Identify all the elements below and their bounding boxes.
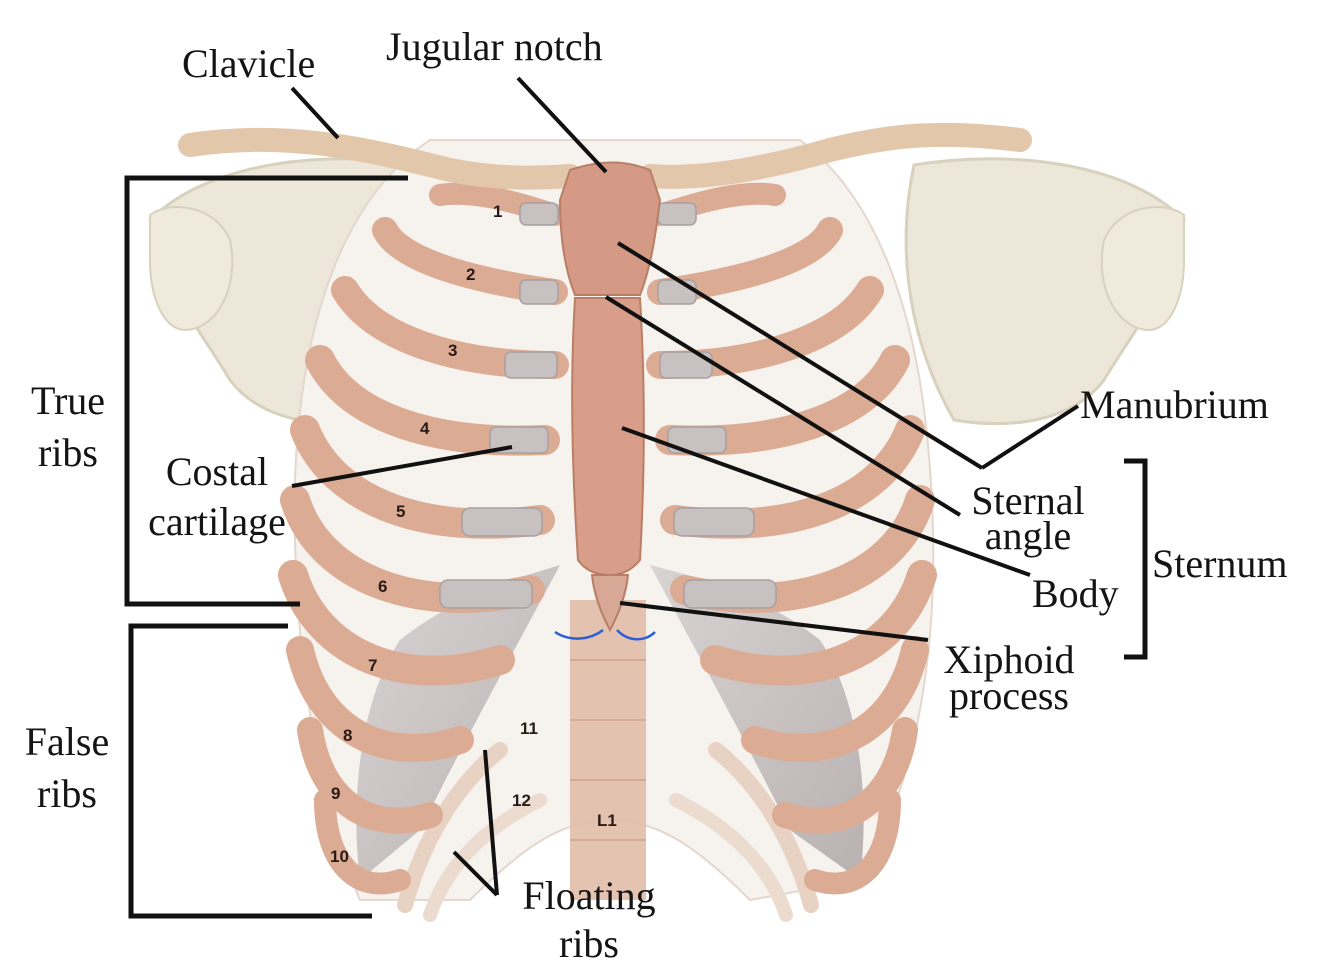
cartilage-6-right [684, 580, 776, 608]
rib-number-10: 10 [330, 848, 349, 865]
rib-number-1: 1 [493, 203, 502, 220]
rib-number-11: 11 [520, 720, 538, 737]
label-costal-line2: cartilage [138, 502, 296, 542]
label-body: Body [1032, 574, 1119, 614]
label-true-ribs-line2: ribs [22, 433, 114, 473]
label-floating-ribs-line1: Floating [508, 876, 670, 916]
cartilage-1-left [520, 203, 558, 225]
label-clavicle: Clavicle [182, 44, 315, 84]
label-sternum: Sternum [1152, 544, 1288, 584]
label-manubrium: Manubrium [1080, 385, 1269, 425]
vertebra-l1: L1 [597, 812, 617, 829]
cartilage-5-left [462, 508, 542, 536]
sternum-body [572, 298, 644, 575]
cartilage-5-right [674, 508, 754, 536]
label-xiphoid-line2: process [934, 676, 1084, 716]
label-false-ribs-line2: ribs [14, 774, 120, 814]
label-sternal-angle-line2: angle [962, 516, 1094, 556]
label-floating-ribs-line2: ribs [508, 924, 670, 964]
cartilage-6-left [440, 580, 532, 608]
rib-number-3: 3 [448, 342, 457, 359]
label-true-ribs-line1: True [22, 381, 114, 421]
cartilage-2-left [520, 280, 558, 304]
bracket-sternum [1124, 461, 1145, 657]
rib-number-8: 8 [343, 727, 352, 744]
cartilage-3-left [505, 352, 557, 378]
manubrium [560, 163, 660, 296]
rib-number-5: 5 [396, 503, 405, 520]
label-costal-line1: Costal [138, 452, 296, 492]
rib-number-2: 2 [466, 266, 475, 283]
label-jugular-notch: Jugular notch [386, 27, 603, 67]
rib-number-12: 12 [512, 792, 531, 809]
rib-number-6: 6 [378, 578, 387, 595]
label-false-ribs-line1: False [14, 722, 120, 762]
cartilage-2-right [658, 280, 696, 304]
cartilage-1-right [658, 203, 696, 225]
vertebral-column [570, 600, 646, 900]
rib-number-7: 7 [368, 657, 377, 674]
rib-number-9: 9 [331, 785, 340, 802]
rib-number-4: 4 [420, 420, 429, 437]
